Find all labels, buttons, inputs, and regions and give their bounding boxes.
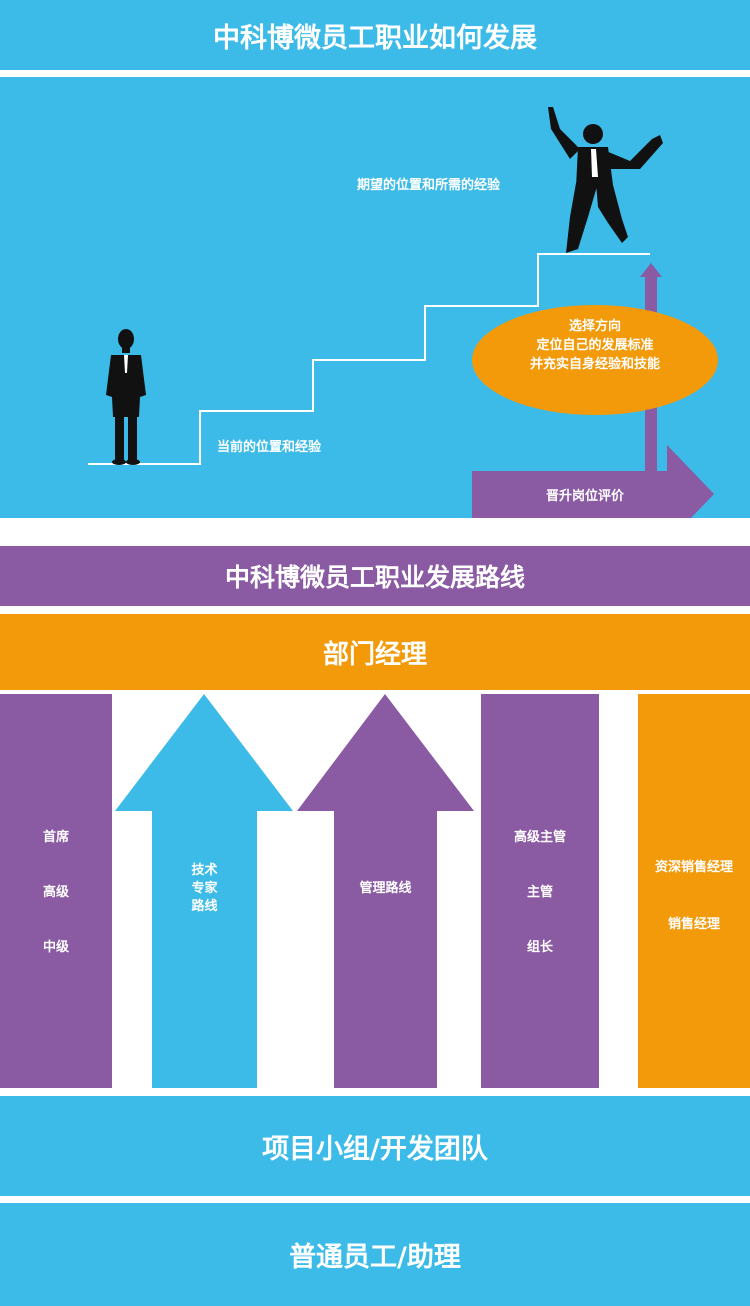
sales-levels-column: 资深销售经理 销售经理: [638, 694, 750, 1088]
page-title: 中科博微员工职业如何发展: [0, 0, 750, 70]
oval-line: 定位自己的发展标准: [536, 338, 654, 353]
staff-band: 普通员工/助理: [0, 1203, 750, 1306]
tech-path-label-line: 路线: [191, 899, 218, 914]
tech-path-label-line: 专家: [191, 881, 218, 896]
sales-level-item: 销售经理: [667, 917, 720, 932]
project-team-band: 项目小组/开发团队: [0, 1096, 750, 1196]
promotion-arrow: [472, 445, 714, 518]
oval-line: 并充实自身经验和技能: [529, 357, 660, 372]
tech-levels-column: 首席 高级 中级: [0, 694, 112, 1088]
management-level-item: 主管: [526, 885, 553, 900]
sales-level-item: 资深销售经理: [654, 860, 733, 875]
tech-path-arrow: [115, 694, 293, 1088]
direction-oval: [472, 305, 718, 415]
management-path-label: 管理路线: [359, 881, 412, 896]
department-manager-band: 部门经理: [0, 614, 750, 690]
career-scene-graphic: [88, 107, 718, 518]
career-arrows: [115, 694, 474, 1088]
promotion-vertical-arrow-head: [640, 263, 662, 277]
tech-path-label: 技术 专家 路线: [152, 862, 257, 916]
tech-path-label-line: 技术: [191, 863, 218, 878]
promotion-label: 晋升岗位评价: [546, 489, 625, 504]
career-path-title: 中科博微员工职业发展路线: [0, 546, 750, 606]
career-scene: 期望的位置和所需的经验 当前的位置和经验 选择方向 定位自己的发展标准 并充实自…: [0, 77, 750, 518]
oval-line: 选择方向: [568, 319, 621, 334]
career-staircase: [88, 253, 650, 465]
management-level-item: 组长: [526, 940, 553, 955]
management-level-item: 高级主管: [513, 830, 566, 845]
jumping-businessman-icon: [548, 107, 663, 253]
management-levels-column: 高级主管 主管 组长: [481, 694, 599, 1088]
management-path-arrow: [297, 694, 474, 1088]
direction-oval-text: 选择方向 定位自己的发展标准 并充实自身经验和技能: [472, 317, 718, 374]
standing-businessman-icon: [106, 329, 146, 465]
tech-level-item: 高级: [42, 885, 69, 900]
tech-level-item: 中级: [42, 940, 69, 955]
target-position-label: 期望的位置和所需的经验: [357, 178, 501, 193]
tech-level-item: 首席: [42, 830, 69, 845]
current-position-label: 当前的位置和经验: [217, 440, 322, 455]
